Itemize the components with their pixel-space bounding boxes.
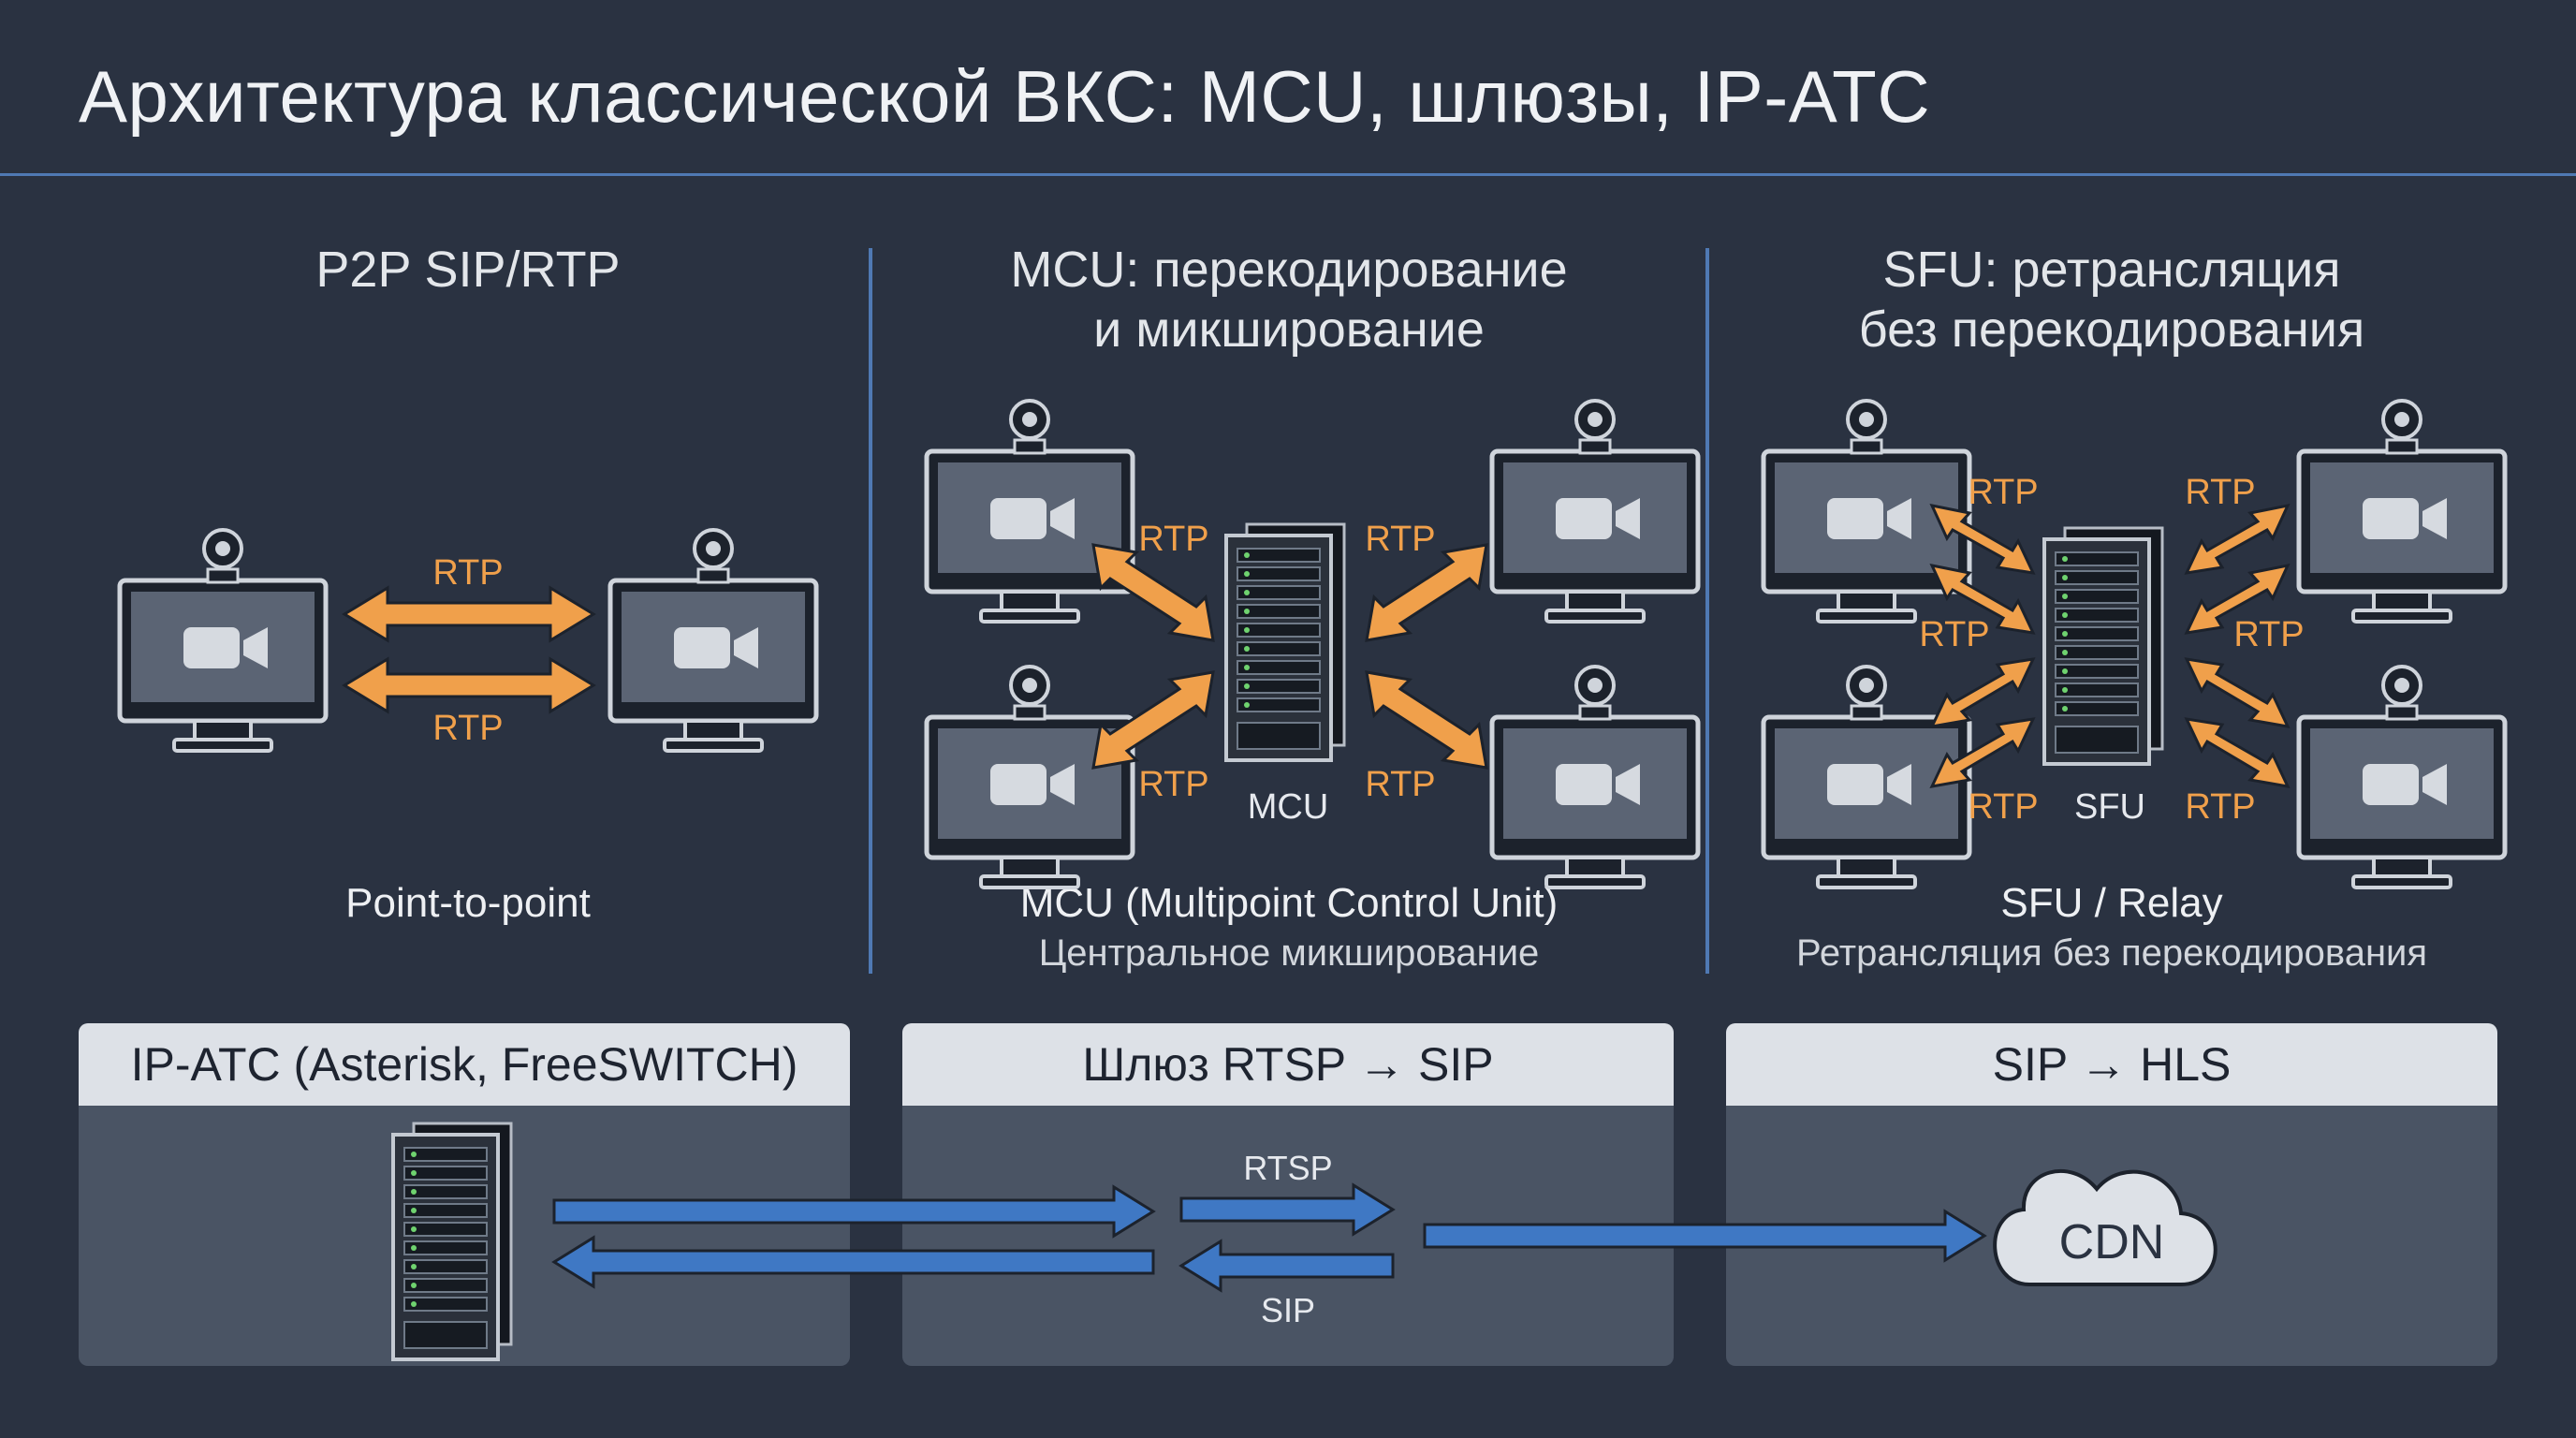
panel-sip-hls-title: SIP → HLS <box>1726 1023 2497 1106</box>
monitor-webcam-icon <box>1492 667 1698 888</box>
column-title-line: SFU: ретрансляция <box>1882 242 2341 298</box>
column-title-mcu: MCU: перекодирование и микширование <box>872 240 1705 360</box>
column-title-p2p: P2P SIP/RTP <box>0 240 936 300</box>
double-arrow-icon <box>342 656 596 714</box>
monitor-webcam-icon <box>120 530 326 751</box>
double-arrow-icon <box>1091 543 1215 642</box>
arrow-label-rtp: RTP <box>432 553 503 593</box>
server-label-sfu: SFU <box>2074 787 2145 827</box>
server-label-mcu: MCU <box>1248 787 1329 827</box>
double-arrow-icon <box>1929 563 2036 635</box>
arrow-label-rtp: RTP <box>1138 520 1208 559</box>
arrow-right-icon <box>1423 1209 1987 1263</box>
cloud-label-cdn: CDN <box>2059 1215 2165 1269</box>
server-rack-icon <box>1224 522 1346 762</box>
arrow-label-rtp: RTP <box>1138 765 1208 804</box>
monitor-webcam-icon <box>927 667 1133 888</box>
arrow-label-rtp: RTP <box>2233 615 2304 654</box>
arrow-label-rtp: RTP <box>1968 787 2038 827</box>
arrow-label-rtp: RTP <box>2185 787 2255 827</box>
arrow-label-rtp: RTP <box>1968 473 2038 512</box>
column-title-line: MCU: перекодирование <box>1010 242 1568 298</box>
column-title-sfu: SFU: ретрансляция без перекодирования <box>1709 240 2514 360</box>
caption-p2p: Point-to-point <box>345 880 591 926</box>
double-arrow-icon <box>1091 670 1215 770</box>
subcaption-sfu: Ретрансляция без перекодирования <box>1795 932 2428 974</box>
cloud-icon <box>1993 1169 2217 1286</box>
server-rack-icon <box>2042 526 2164 766</box>
double-arrow-icon <box>342 585 596 643</box>
server-rack-icon <box>391 1122 513 1361</box>
arrow-label-rtp: RTP <box>1919 615 1989 654</box>
arrow-label-rtp: RTP <box>1365 520 1435 559</box>
monitor-webcam-icon <box>610 530 816 751</box>
double-arrow-icon <box>2184 657 2291 728</box>
subcaption-mcu: Центральное микширование <box>1038 932 1540 974</box>
arrow-label-rtp: RTP <box>1365 765 1435 804</box>
double-arrow-icon <box>1929 657 2036 728</box>
column-title-line: без перекодирования <box>1858 301 2365 358</box>
monitor-webcam-icon <box>2299 667 2505 888</box>
column-title-line: и микширование <box>1093 301 1485 358</box>
double-arrow-icon <box>2184 717 2291 788</box>
double-arrow-icon <box>2184 563 2291 635</box>
panel-rtsp-sip-gateway: Шлюз RTSP → SIP <box>902 1023 1674 1366</box>
arrow-label-sip: SIP <box>1261 1291 1315 1329</box>
column-divider-1 <box>869 248 872 974</box>
arrow-label-rtp: RTP <box>2185 473 2255 512</box>
caption-mcu: MCU (Multipoint Control Unit) <box>1019 880 1559 926</box>
arrow-label-rtp: RTP <box>432 709 503 748</box>
title-bar: Архитектура классической ВКС: MCU, шлюзы… <box>0 0 2576 176</box>
double-arrow-icon <box>1365 670 1488 770</box>
panel-ip-pbx-title: IP-АТС (Asterisk, FreeSWITCH) <box>79 1023 850 1106</box>
arrow-left-icon <box>1178 1239 1395 1293</box>
monitor-webcam-icon <box>2299 401 2505 622</box>
double-arrow-icon <box>1365 543 1488 642</box>
column-title-line: P2P SIP/RTP <box>315 242 621 298</box>
arrow-right-icon <box>1179 1182 1396 1237</box>
double-arrow-icon <box>1929 717 2036 788</box>
monitor-webcam-icon <box>1492 401 1698 622</box>
column-divider-2 <box>1705 248 1709 974</box>
arrow-left-icon <box>551 1235 1155 1289</box>
page-title: Архитектура классической ВКС: MCU, шлюзы… <box>79 55 1931 138</box>
caption-sfu: SFU / Relay <box>2000 880 2223 926</box>
arrow-label-rtsp: RTSP <box>1243 1149 1332 1187</box>
arrow-right-icon <box>552 1184 1156 1239</box>
double-arrow-icon <box>2184 503 2291 575</box>
panel-gateway-title: Шлюз RTSP → SIP <box>902 1023 1674 1106</box>
double-arrow-icon <box>1929 503 2036 575</box>
